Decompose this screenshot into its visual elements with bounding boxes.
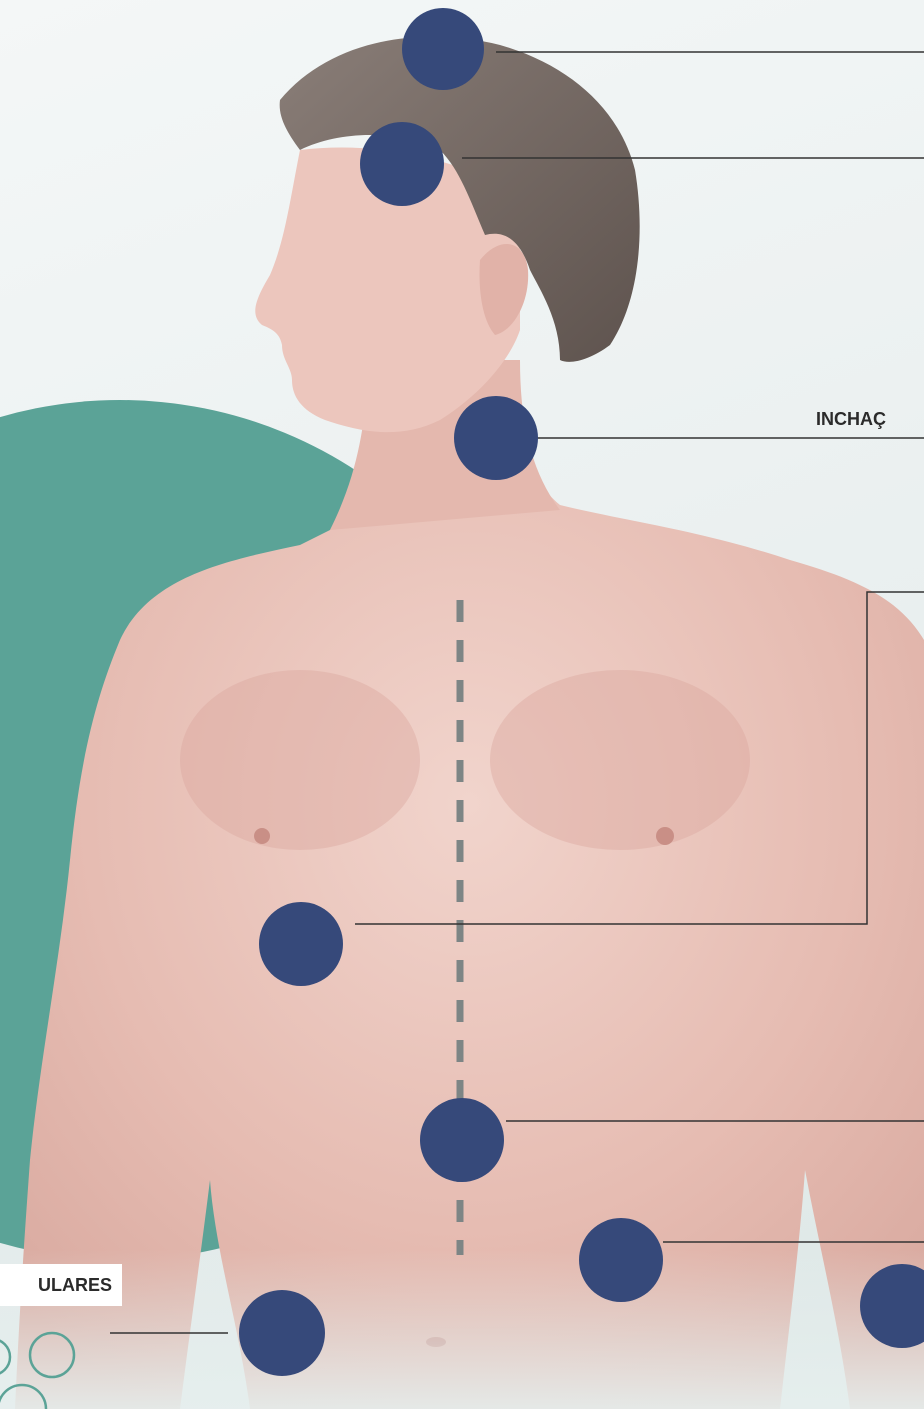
marker-dot-abdomen[interactable] (420, 1098, 504, 1182)
marker-dot-forehead[interactable] (360, 122, 444, 206)
marker-dot-chest[interactable] (259, 902, 343, 986)
marker-dot-head-top[interactable] (402, 8, 484, 90)
marker-dot-neck[interactable] (454, 396, 538, 480)
marker-dot-hip-left[interactable] (239, 1290, 325, 1376)
marker-dot-lower-abdomen[interactable] (579, 1218, 663, 1302)
swelling-label: INCHAÇ (816, 409, 886, 430)
muscular-label: ULARES (0, 1264, 122, 1306)
